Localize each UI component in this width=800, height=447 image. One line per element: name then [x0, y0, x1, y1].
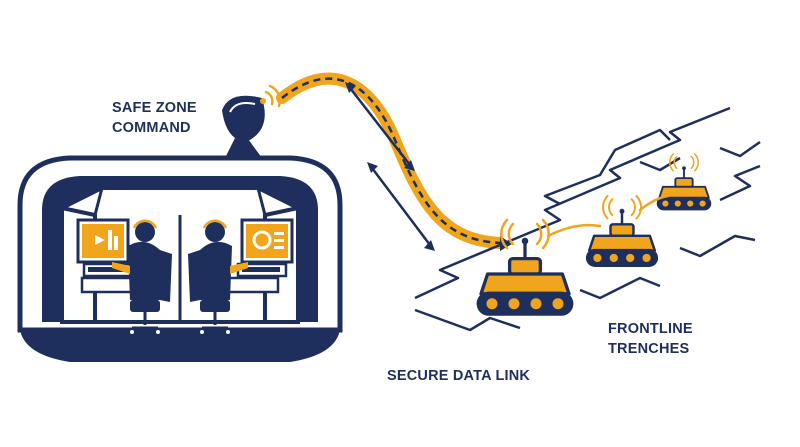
operator-icon [188, 219, 248, 336]
trenches-label: TRENCHES [608, 341, 689, 357]
trenches-label: FRONTLINE [608, 321, 693, 337]
antenna-signal-icon [546, 194, 670, 238]
operator-icon [112, 219, 172, 336]
data-link-path [276, 72, 512, 251]
robot-vehicle-icon [584, 194, 660, 269]
trench-outline [414, 106, 761, 332]
command-label: COMMAND [112, 120, 191, 136]
command-bunker [17, 155, 343, 362]
robot-vehicle-icon [655, 153, 713, 212]
satellite-dish-icon [222, 84, 282, 158]
monitor-icon [76, 218, 140, 294]
data-link-label: SECURE DATA LINK [387, 368, 530, 384]
command-label: SAFE ZONE [112, 100, 197, 116]
